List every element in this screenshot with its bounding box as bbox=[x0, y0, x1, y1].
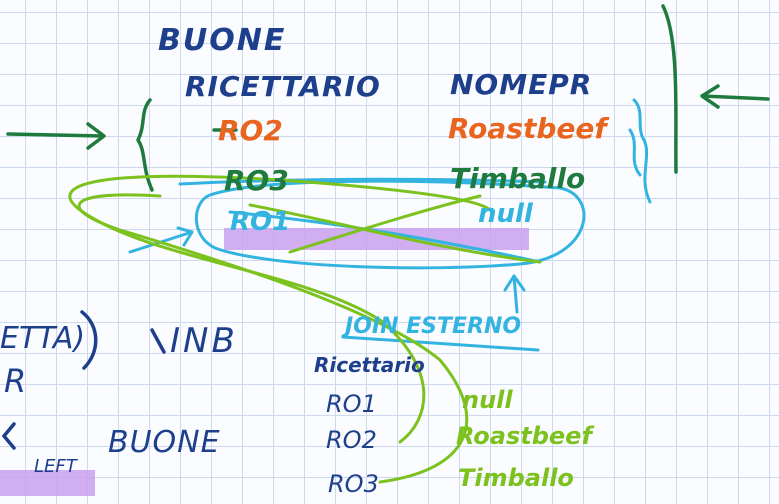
green-arrowhead-left bbox=[86, 122, 106, 150]
cyan-arrowhead-ro1 bbox=[176, 226, 194, 247]
table-name-buone: BUONE bbox=[158, 23, 286, 58]
green-arrowhead-right bbox=[700, 84, 720, 109]
bottom-column-header-ricettario: Ricettario bbox=[314, 353, 425, 377]
bottom-row-ro3-ricettario: RO3 bbox=[328, 470, 379, 498]
lime-cross-line bbox=[288, 194, 482, 254]
row-ro3-ricettario: RO3 bbox=[224, 164, 289, 197]
row-ro1-ricettario: RO1 bbox=[230, 207, 290, 237]
label-left-fragment-etta: ETTA) bbox=[0, 321, 85, 356]
label-buone-bottom: BUONE bbox=[108, 425, 221, 460]
label-join-esterno: JOIN ESTERNO bbox=[341, 314, 521, 339]
cyan-ellipse-ro1-row bbox=[194, 179, 586, 270]
navy-paren-right bbox=[80, 310, 98, 370]
row-ro1-nomepr: null bbox=[478, 199, 534, 229]
green-arrow-from-right bbox=[701, 94, 770, 101]
column-header-ricettario: RICETTARIO bbox=[185, 70, 381, 103]
label-inb: INB bbox=[170, 321, 238, 361]
bottom-row-ro1-nomepr: null bbox=[462, 386, 513, 414]
label-left-fragment-r: R bbox=[4, 362, 26, 400]
bottom-row-ro2-nomepr: Roastbeef bbox=[456, 422, 594, 450]
inb-slash-mark bbox=[150, 328, 166, 354]
lime-loop-from-ro3 bbox=[77, 193, 469, 484]
green-curly-brace-left bbox=[136, 98, 154, 192]
green-arrow-left-to-table bbox=[6, 132, 104, 138]
label-left: LEFT bbox=[34, 456, 79, 477]
purple-highlight-left bbox=[0, 470, 95, 496]
row-ro3-nomepr: Timballo bbox=[450, 162, 585, 195]
cyan-arrow-up-from-join bbox=[512, 274, 519, 314]
cyan-brace-right bbox=[628, 98, 652, 204]
lime-cross-line-2 bbox=[248, 203, 542, 264]
column-header-nomepr: NOMEPR bbox=[450, 68, 592, 101]
cyan-underline-join-esterno bbox=[341, 335, 540, 352]
row-ro2-ricettario: RO2 bbox=[218, 114, 283, 147]
row-ro2-nomepr: Roastbeef bbox=[448, 112, 610, 145]
bottom-row-ro2-ricettario: RO2 bbox=[326, 426, 377, 454]
cyan-arrowhead-up bbox=[503, 274, 526, 292]
left-join-symbol bbox=[1, 422, 16, 450]
bottom-row-ro1-ricettario: RO1 bbox=[326, 390, 377, 418]
bottom-row-ro3-nomepr: Timballo bbox=[458, 464, 574, 492]
green-bracket-right bbox=[661, 4, 678, 174]
cyan-underline-ro3 bbox=[178, 177, 547, 186]
